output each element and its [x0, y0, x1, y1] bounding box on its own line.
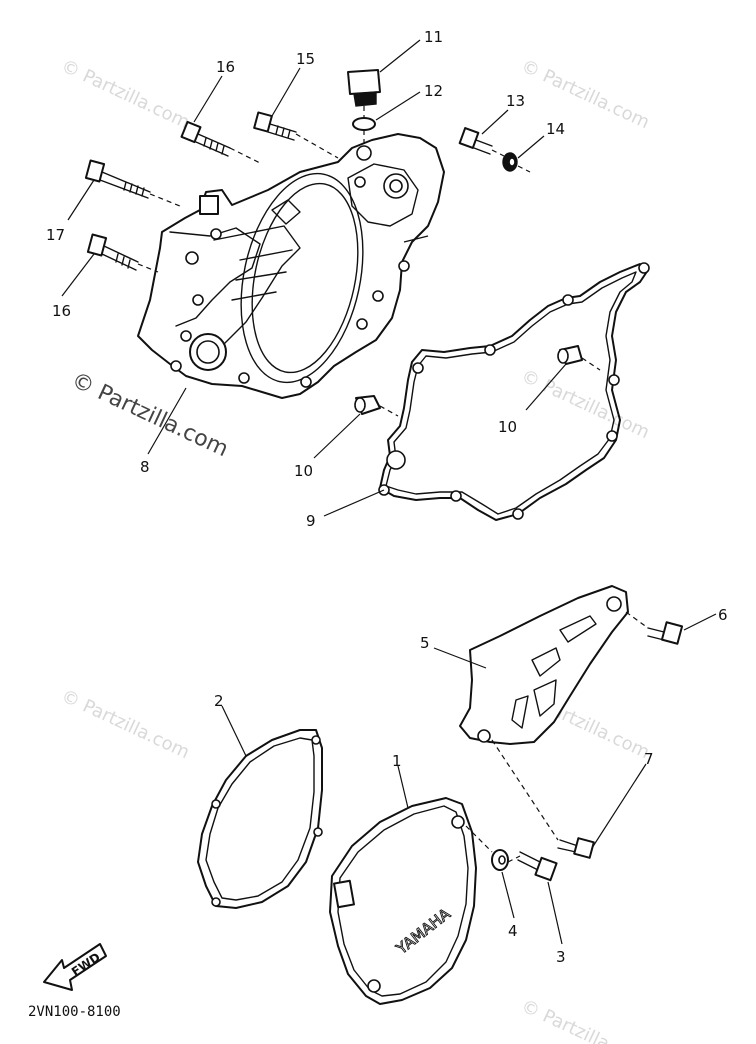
callout-11: 11: [424, 28, 443, 46]
assembly-lines-lower: [465, 611, 649, 863]
bolt-part-3: [517, 851, 558, 882]
leader-lines: [61, 39, 717, 945]
callout-12: 12: [424, 82, 443, 100]
bolt-part-16: [86, 233, 139, 271]
callout-7: 7: [644, 750, 654, 768]
gasket-part-2: [197, 729, 323, 909]
callout-1: 1: [392, 752, 402, 770]
watermark-text: © Partzilla.com: [518, 55, 653, 133]
bolt-part-6: [647, 621, 684, 645]
callout-13: 13: [506, 92, 525, 110]
bolt-part-16: [180, 120, 231, 157]
watermark-text: © Partzilla.com: [58, 685, 193, 763]
callout-16: 16: [52, 302, 71, 320]
dowel-pin-part-10: [557, 345, 583, 365]
callout-6: 6: [718, 606, 728, 624]
generator-cover-part-1: YAMAHA: [329, 797, 477, 1005]
callout-3: 3: [556, 948, 566, 966]
watermark-text: © Partzilla.com: [518, 995, 653, 1044]
watermark-text: © Partzilla.com: [518, 365, 653, 443]
bolt-part-17: [84, 159, 151, 199]
callout-labels: 11 12 13 14 15 16 17 16 8 9 10 10 5 6 7 …: [46, 28, 728, 966]
bolt-part-13: [458, 127, 493, 155]
diagram-part-number: 2VN100-8100: [28, 1004, 121, 1020]
crankcase-cover-part-8: [137, 133, 445, 399]
callout-17: 17: [46, 226, 65, 244]
callout-10: 10: [294, 462, 313, 480]
o-ring-part-12: [352, 117, 376, 131]
callout-15: 15: [296, 50, 315, 68]
callout-5: 5: [420, 634, 430, 652]
callout-8: 8: [140, 458, 150, 476]
forward-arrow-icon: FWD: [43, 943, 107, 991]
callout-14: 14: [546, 120, 565, 138]
plug-part-11: [347, 69, 381, 107]
callout-4: 4: [508, 922, 518, 940]
callout-16: 16: [216, 58, 235, 76]
callout-10: 10: [498, 418, 517, 436]
dowel-pin-part-10: [354, 395, 381, 415]
callout-9: 9: [306, 512, 316, 530]
washer-part-14: [502, 152, 518, 172]
bolt-part-7: [557, 837, 595, 859]
gasket-part-9: [378, 262, 650, 521]
callout-2: 2: [214, 692, 224, 710]
watermark-text: © Partzilla.com: [58, 55, 193, 133]
assembly-lines-upper: [137, 106, 601, 417]
sprocket-cover-part-5: [459, 585, 629, 745]
bolt-part-15: [253, 111, 297, 141]
washer-part-4: [491, 849, 509, 871]
